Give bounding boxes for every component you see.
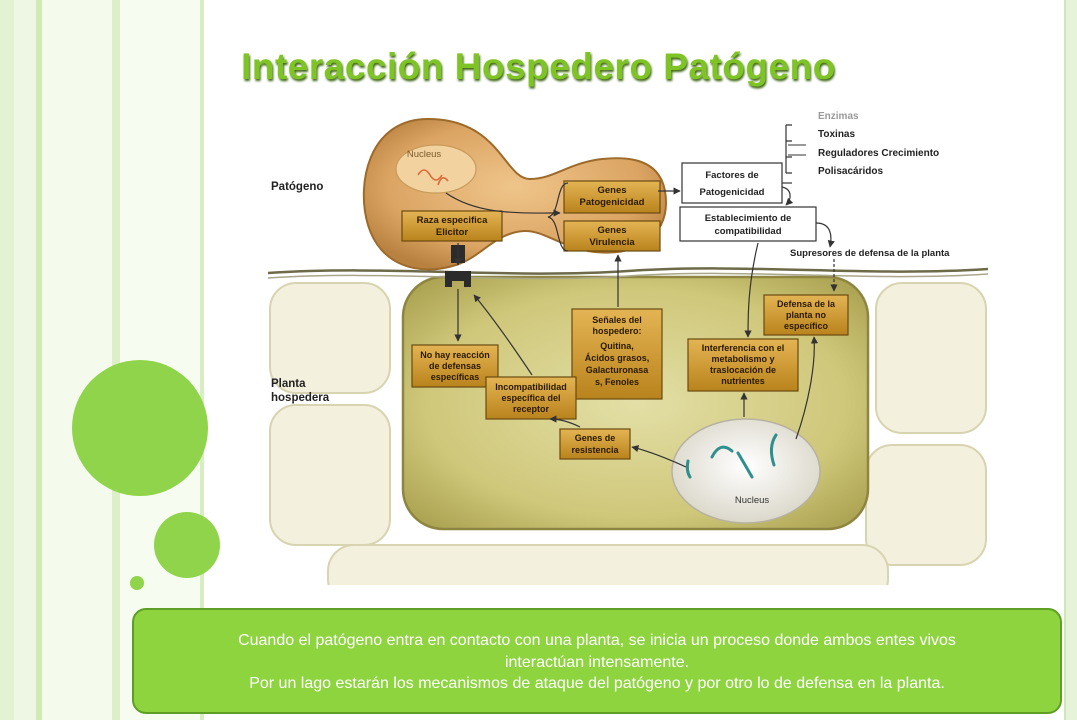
right-stripe xyxy=(1066,0,1077,720)
decorative-circle-medium xyxy=(154,512,220,578)
diagram-text: planta no xyxy=(786,310,827,320)
diagram-text: compatibilidad xyxy=(714,226,781,237)
plant-nucleus xyxy=(671,418,821,524)
defense-suppressors-label: Supresores de defensa de la planta xyxy=(790,248,950,259)
diagram-text: Galacturonasa xyxy=(586,365,650,375)
diagram-text: traslocación de xyxy=(710,365,776,375)
diagram-text: resistencia xyxy=(571,445,619,455)
box-resistance-genes xyxy=(559,428,631,460)
diagram-text: Defensa de la xyxy=(777,299,836,309)
diagram-text: Genes xyxy=(597,225,626,236)
diagram-text: Elicitor xyxy=(436,227,469,238)
plant-surface xyxy=(268,267,988,275)
neighbor-cell-left xyxy=(269,282,391,394)
neighbor-cell-right-bottom xyxy=(865,444,987,566)
arrow-nucleus-to-resistance xyxy=(631,445,687,468)
box-genes-pathogenicity xyxy=(563,180,661,214)
caption-line-2: interactúan intensamente. xyxy=(504,653,690,671)
factor-list-bracket xyxy=(785,124,792,174)
diagram-text: Interferencia con el xyxy=(702,343,785,353)
neighbor-cell-left-bottom xyxy=(269,404,391,546)
diagram-text: Factores de xyxy=(705,170,758,181)
right-stripe-line xyxy=(1064,0,1066,720)
diagram-text: Patogenicidad xyxy=(700,187,765,198)
diagram-text: receptor xyxy=(513,404,550,414)
neighbor-cell-right xyxy=(875,282,987,434)
label-host-line1: Planta xyxy=(271,378,306,390)
label-host-line2: hospedera xyxy=(271,392,330,404)
arrow-compat-to-suppressors xyxy=(815,222,835,248)
diagram-text: No hay reacción xyxy=(420,350,490,360)
diagram-text: Establecimiento de xyxy=(705,213,792,224)
diagram-text: de defensas xyxy=(429,361,481,371)
diagram-text: Raza especifica xyxy=(417,215,488,226)
left-stripe-2 xyxy=(14,0,36,720)
pathogen-nucleus-label: Nucleus xyxy=(407,149,442,160)
label-pathogen: Patógeno xyxy=(271,181,323,193)
decorative-circle-small xyxy=(130,576,144,590)
diagram-text: específico xyxy=(784,321,829,331)
box-compatibility xyxy=(679,206,817,242)
arrow-factors-to-compat xyxy=(781,186,794,206)
diagram-text: Señales del xyxy=(592,315,642,325)
receptor-shape xyxy=(445,271,471,287)
diagram-text: Patogenicidad xyxy=(580,197,645,208)
caption-box: Cuando el patógeno entra en contacto con… xyxy=(132,608,1062,714)
diagram-text: Genes xyxy=(597,185,626,196)
diagram-text: específicas xyxy=(431,372,480,382)
diagram-text: nutrientes xyxy=(721,376,765,386)
factor-4: Polisacáridos xyxy=(818,166,883,177)
box-interference xyxy=(687,338,799,392)
arrow-nucleus-to-defense xyxy=(795,336,819,440)
arrow-incompat-to-receptor xyxy=(473,294,533,376)
box-incompatibility xyxy=(485,376,577,420)
diagram-text: Incompatibilidad xyxy=(495,382,567,392)
decorative-circle-large xyxy=(72,360,208,496)
caption-line-3: Por un lago estarán los mecanismos de at… xyxy=(249,675,945,692)
box-nonspecific-defense xyxy=(763,294,849,336)
left-stripe-1 xyxy=(0,0,14,720)
neighbor-cell-bottom xyxy=(327,544,889,585)
caption-line-1: Cuando el patógeno entra en contacto con… xyxy=(238,632,956,649)
genes-brace xyxy=(547,182,569,252)
diagram-text: específica del xyxy=(501,393,560,403)
left-stripe-3 xyxy=(36,0,42,720)
diagram-text: Virulencia xyxy=(589,237,635,248)
arrow-compat-to-interference xyxy=(744,242,759,338)
pathogen-nucleus xyxy=(395,144,477,194)
diagram-text: Genes de xyxy=(575,433,616,443)
left-stripe-7 xyxy=(200,0,204,720)
plant-nucleus-label: Nucleus xyxy=(735,495,770,506)
factor-2: Toxinas xyxy=(818,129,855,140)
diagram-text: hospedero: xyxy=(592,326,641,336)
box-host-signals xyxy=(571,308,663,400)
arrow-resistance-to-incompat xyxy=(549,415,581,428)
slide-title: Interacción Hospedero Patógeno xyxy=(241,46,836,87)
diagram-text: s, Fenoles xyxy=(595,377,639,387)
factor-1: Enzimas xyxy=(818,111,859,122)
diagram-text: Ácidos grasos, xyxy=(585,353,650,363)
left-stripe-5 xyxy=(112,0,120,720)
box-genes-virulence xyxy=(563,220,661,252)
factor-3: Reguladores Crecimiento xyxy=(818,148,939,159)
box-race-elicitor xyxy=(401,210,503,242)
left-stripe-4 xyxy=(42,0,112,720)
diagram-text: metabolismo y xyxy=(711,354,774,364)
arrow-nucleus-to-genes xyxy=(445,192,561,217)
host-pathogen-diagram: Nucleus Patógeno Planta hospedera Enzima… xyxy=(268,105,988,585)
box-no-reaction xyxy=(411,344,499,388)
diagram-text: Quitina, xyxy=(600,341,634,351)
